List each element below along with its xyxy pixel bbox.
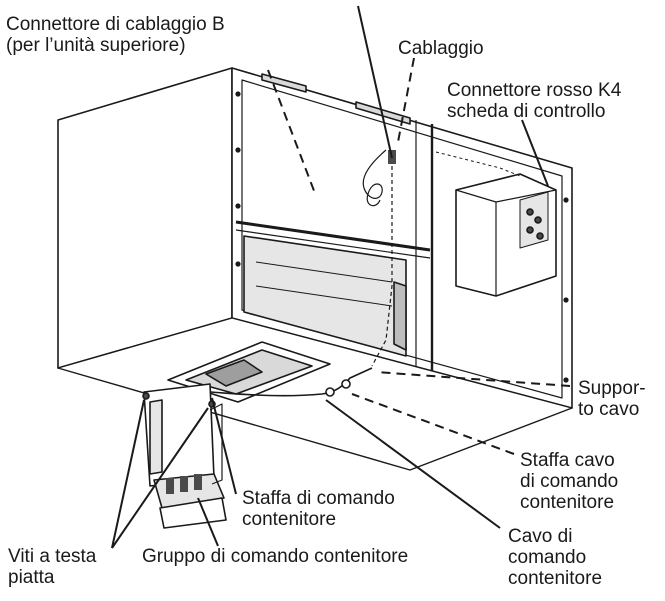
leader-control-bracket xyxy=(211,397,237,495)
leader-cable-support xyxy=(375,371,571,387)
wiring-route xyxy=(371,166,393,367)
leader-red-connector xyxy=(521,119,549,187)
horizontal-divider xyxy=(235,220,431,252)
label-red-connector: Connettore rosso K4 scheda di controllo xyxy=(447,80,622,122)
wiring-harness-coil xyxy=(362,149,387,207)
leader-cable-bracket xyxy=(351,393,515,455)
left-side-panel xyxy=(57,67,233,369)
label-cable-bracket: Staffa cavo di comando contenitore xyxy=(520,450,619,513)
label-wiring: Cablaggio xyxy=(398,38,484,59)
label-cable-support: Suppor- to cavo xyxy=(578,378,646,420)
back-panel-inner-frame xyxy=(241,79,563,399)
leader-screw-2 xyxy=(111,407,209,549)
label-connector-b: Connettore di cablaggio B (per l’unità s… xyxy=(6,14,225,56)
leader-screw-1 xyxy=(111,399,145,549)
label-flat-screws: Viti a testa piatta xyxy=(8,546,97,588)
leader-control-group xyxy=(197,497,219,547)
leader-control-cable xyxy=(325,399,501,529)
label-control-bracket: Staffa di comando contenitore xyxy=(242,488,395,530)
label-control-group: Gruppo di comando contenitore xyxy=(142,546,409,567)
leader-connector-b xyxy=(267,69,317,197)
label-control-cable: Cavo di comando contenitore xyxy=(508,526,603,589)
leader-top-connector xyxy=(357,5,393,159)
